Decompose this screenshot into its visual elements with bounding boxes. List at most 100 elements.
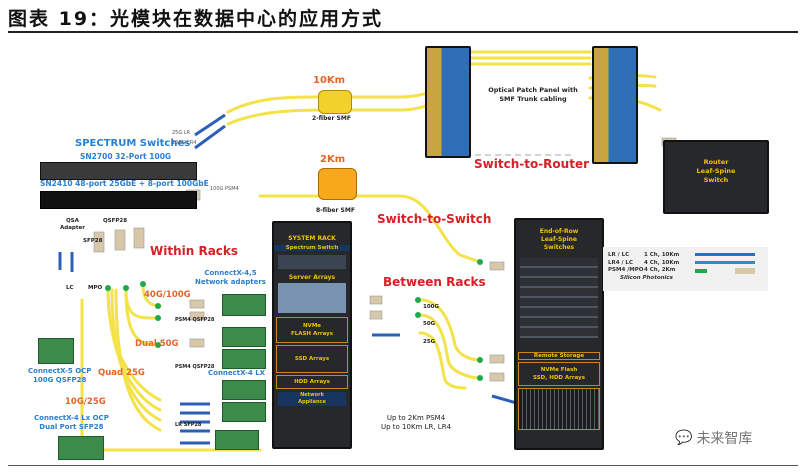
patch-panel-label-line2: SMF Trunk cabling	[499, 95, 567, 103]
system-rack-network-appliance: Network Appliance	[278, 392, 346, 406]
system-rack-ssd: SSD Arrays	[276, 345, 348, 373]
qsa-label-line1: QSA	[66, 218, 79, 224]
legend-row: LR4 / LC 4 Ch, 10Km	[608, 260, 679, 268]
connectx45-line1: ConnectX-4,5	[204, 269, 257, 277]
patch-panel-label: Optical Patch Panel with SMF Trunk cabli…	[478, 86, 588, 104]
link-50g: 50G	[423, 321, 436, 327]
watermark-text: 未来智库	[696, 431, 753, 447]
nic-card-cx4lx-3	[215, 430, 259, 450]
section-within-racks: Within Racks	[150, 244, 239, 258]
reach-note: Up to 2Km PSM4 Up to 10Km LR, LR4	[381, 414, 451, 432]
reach-note-line2: Up to 10Km LR, LR4	[381, 423, 452, 431]
legend-type: LR4 / LC	[608, 259, 633, 266]
speed-10g-25g: 10G/25G	[65, 397, 106, 407]
distance-10km: 10Km	[313, 75, 346, 86]
eor-rack-title: End-of-Row Leaf-Spine Switches	[516, 228, 602, 252]
sfp28-label: SFP28	[83, 238, 103, 244]
speed-dual-50g: Dual 50G	[135, 339, 179, 349]
nic-card-cx5-ocp	[38, 338, 74, 364]
connectx4-lx-ocp-line2: Dual Port SFP28	[39, 423, 104, 431]
patch-panel-label-line1: Optical Patch Panel with	[488, 86, 578, 94]
title-divider	[8, 31, 798, 33]
system-rack-hdd: HDD Arrays	[276, 375, 348, 389]
switches-heading: SPECTRUM Switches	[75, 138, 191, 149]
switch-sn2410	[40, 191, 197, 209]
lc-label: LC	[66, 285, 74, 291]
switch-model-sn2410: SN2410 48-port 25GbE + 8-port 100GbE	[40, 179, 209, 188]
psm4-qsfp28-label-b: PSM4 QSFP28	[175, 364, 215, 370]
spool-2km	[318, 168, 357, 200]
reach-note-line1: Up to 2Km PSM4	[386, 414, 446, 422]
connectx4-lx-ocp-label: ConnectX-4 Lx OCP Dual Port SFP28	[34, 414, 109, 432]
system-rack-title: SYSTEM RACK	[288, 235, 336, 242]
switch-model-sn2700: SN2700 32-Port 100G	[80, 152, 172, 161]
patch-panel-rack-right	[592, 46, 638, 164]
fiber-type-8-fiber: 8-fiber SMF	[316, 207, 355, 214]
legend-lr4-cable-icon	[695, 261, 755, 264]
qsfp28-label: QSFP28	[103, 218, 128, 224]
label-100g-lr4: 100G LR4	[172, 140, 197, 146]
connectx5-ocp-line1: ConnectX-5 OCP	[28, 367, 92, 375]
legend-spec: 1 Ch, 10Km	[644, 252, 680, 258]
psm4-qsfp28-label-a: PSM4 QSFP28	[175, 317, 215, 323]
label-100g-psm4: 100G PSM4	[210, 186, 239, 192]
section-switch-to-router: Switch-to-Router	[474, 157, 589, 171]
connectx45-label: ConnectX-4,5 Network adapters	[195, 269, 266, 287]
eor-nvme-line2: SSD, HDD Arrays	[533, 375, 585, 381]
network-line2: Appliance	[298, 399, 326, 405]
eor-line2: Leaf-Spine	[541, 236, 577, 243]
label-25g-lr: 25G LR	[172, 130, 191, 136]
eor-line1: End-of-Row	[539, 228, 579, 235]
watermark: 💬 未来智库	[675, 428, 752, 448]
figure-title: 图表 19：光模块在数据中心的应用方式	[8, 8, 384, 30]
nic-card-cx45-2	[222, 327, 266, 347]
patch-panel-rack-left	[425, 46, 471, 158]
wechat-icon: 💬	[675, 430, 693, 446]
eor-nvme-line1: NVMe Flash	[540, 367, 578, 373]
section-switch-to-switch: Switch-to-Switch	[377, 212, 492, 226]
speed-40g-100g: 40G/100G	[144, 290, 191, 300]
nvme-line2: FLASH Arrays	[290, 331, 334, 337]
qsa-label-line2: Adapter	[60, 225, 85, 231]
router-rack: Router Leaf-Spine Switch	[663, 140, 769, 214]
nic-card-cx4lx-ocp	[58, 436, 104, 460]
router-rack-line1: Router	[703, 158, 729, 166]
legend-type: PSM4 /MPO	[608, 267, 644, 273]
legend-spec: 4 Ch, 10Km	[644, 259, 680, 266]
legend-psm4-connector-icon	[695, 269, 707, 273]
connectx45-line2: Network adapters	[195, 278, 266, 286]
system-rack-spectrum-switch: Spectrum Switch	[274, 245, 350, 251]
legend-footer: Silicon Photonics	[620, 274, 673, 281]
nic-card-cx45-3	[222, 349, 266, 369]
eor-nvme: NVMe Flash SSD, HDD Arrays	[518, 362, 600, 386]
eor-remote-storage: Remote Storage	[518, 352, 600, 360]
router-rack-line3: Switch	[703, 176, 729, 184]
mpo-label: MPO	[88, 285, 103, 291]
legend-lr-cable-icon	[695, 253, 755, 256]
nic-card-cx4lx-2	[222, 402, 266, 422]
fiber-type-2-fiber: 2-fiber SMF	[312, 115, 351, 122]
qsa-adapter-label: QSA Adapter	[60, 218, 85, 232]
speed-quad-25g: Quad 25G	[98, 368, 145, 378]
legend-spec: 4 Ch, 2Km	[644, 267, 676, 273]
connectx5-ocp-line2: 100G QSFP28	[32, 376, 87, 384]
legend-psm4-module-icon	[735, 268, 755, 274]
connectx4-lx-ocp-line1: ConnectX-4 Lx OCP	[34, 414, 109, 422]
system-rack-nvme: NVMe FLASH Arrays	[276, 317, 348, 343]
router-rack-line2: Leaf-Spine	[696, 167, 736, 175]
nvme-line1: NVMe	[302, 323, 322, 329]
link-100g: 100G	[423, 304, 439, 310]
section-between-racks: Between Racks	[383, 275, 486, 289]
connectx5-ocp-label: ConnectX-5 OCP 100G QSFP28	[28, 367, 91, 385]
link-25g: 25G	[423, 339, 436, 345]
system-rack-server-arrays: Server Arrays	[288, 274, 336, 281]
bottom-divider	[8, 465, 798, 466]
lr-sfp28-label: LR SFP28	[175, 422, 202, 428]
distance-2km: 2Km	[320, 154, 346, 165]
eor-line3: Switches	[543, 244, 575, 251]
legend-row: PSM4 /MPO4 Ch, 2Km	[608, 267, 679, 275]
switch-sn2700	[40, 162, 197, 180]
